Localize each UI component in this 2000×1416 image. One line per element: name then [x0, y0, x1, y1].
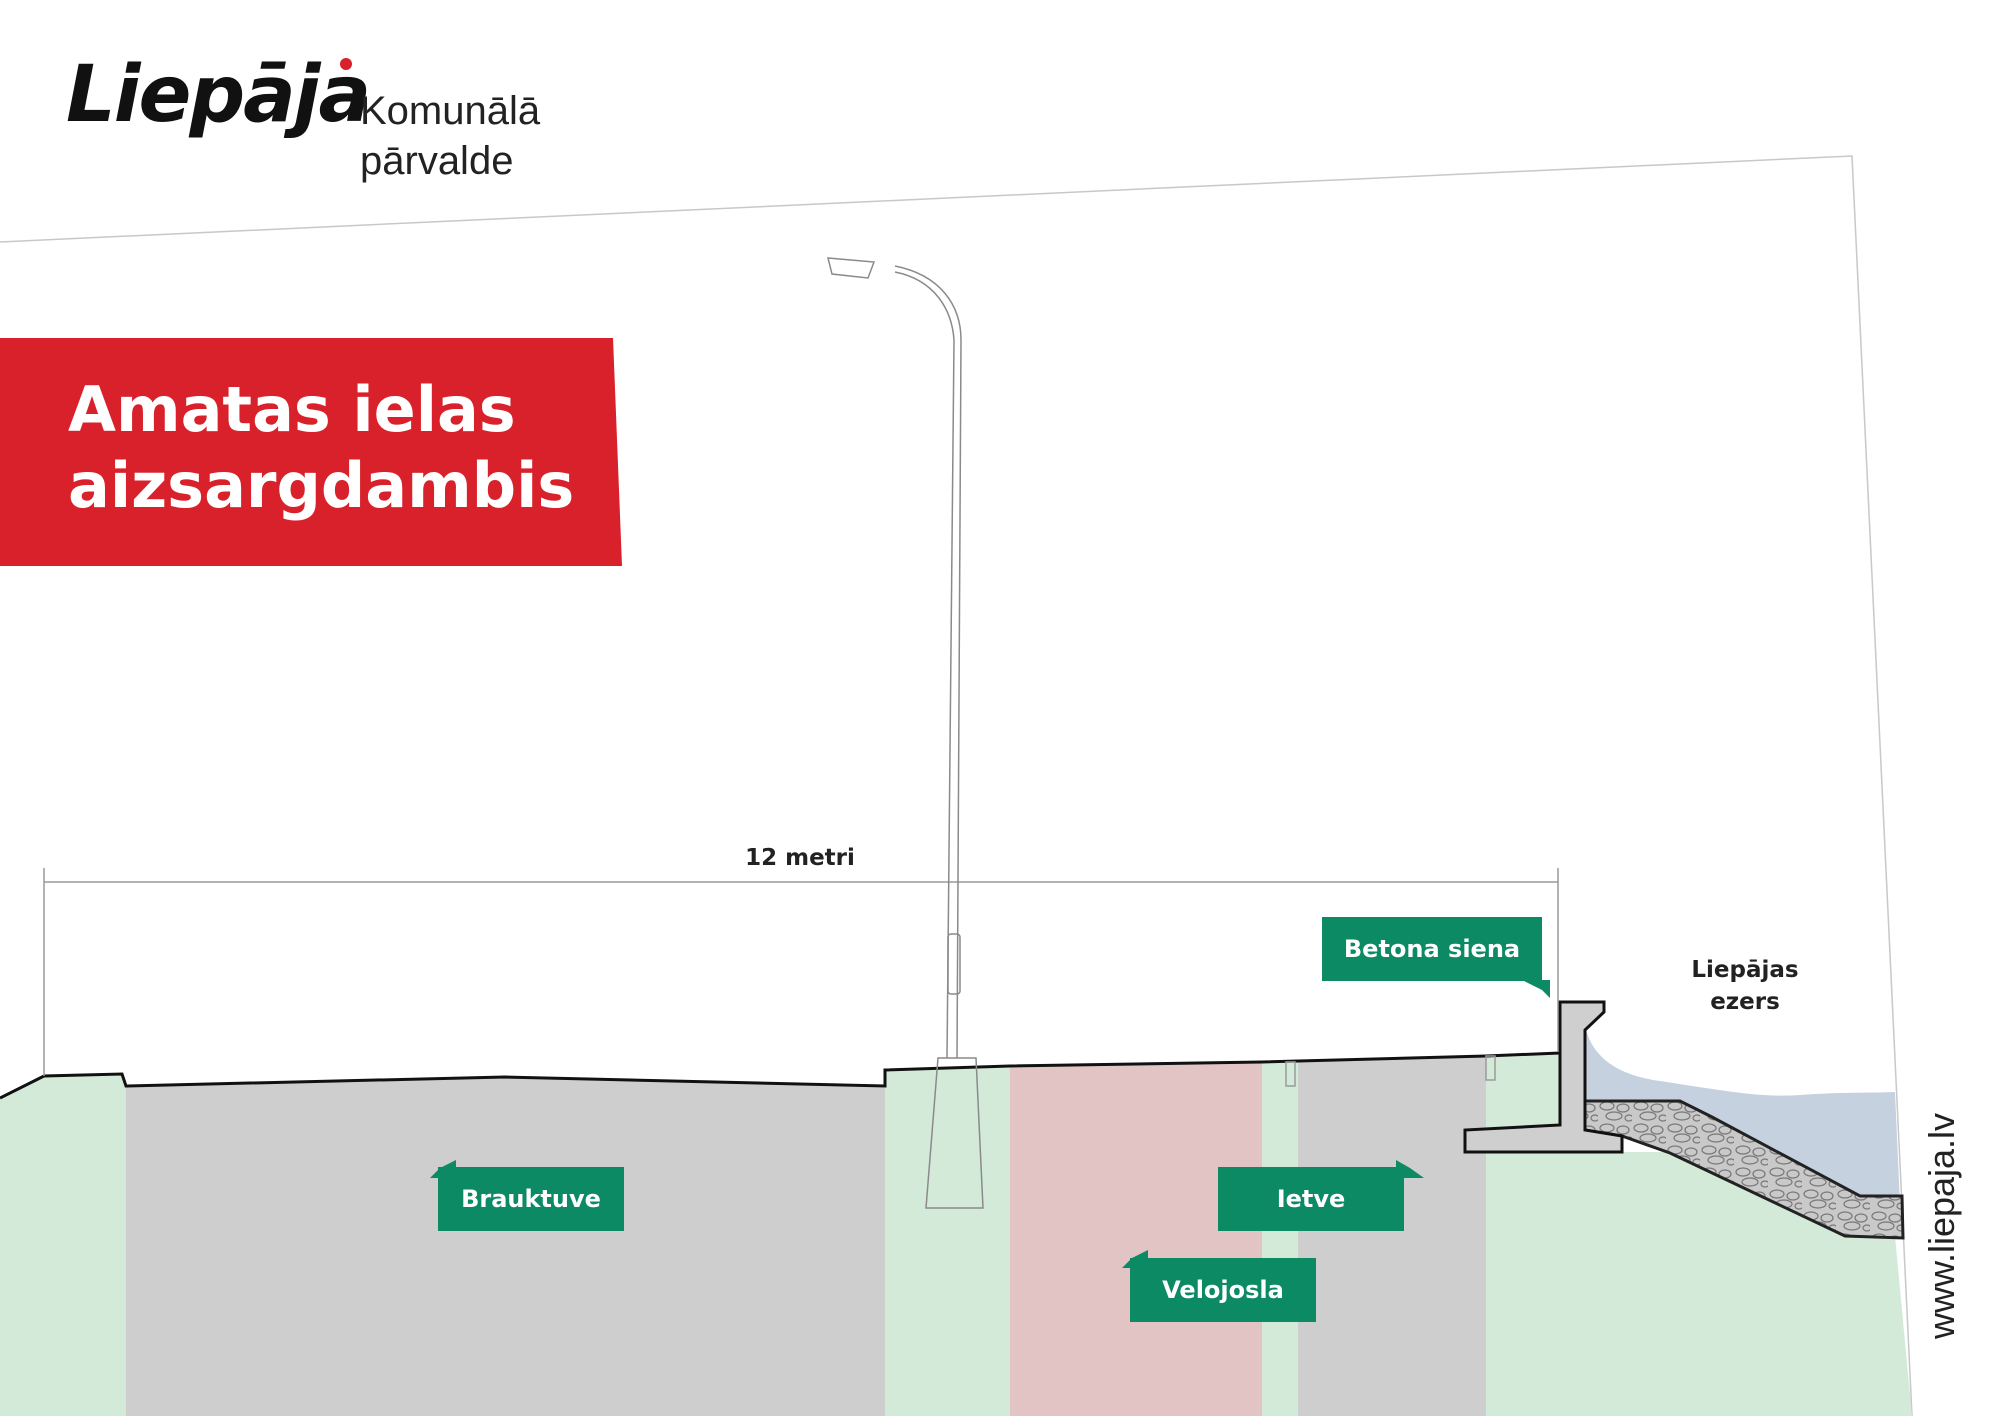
tag-tail [430, 1160, 456, 1178]
lake-label-line2: ezers [1710, 989, 1780, 1015]
green-separator [1262, 1061, 1298, 1416]
logo-subtitle-line2: pārvalde [360, 139, 514, 183]
lake-label: Liepājas ezers [1680, 954, 1810, 1018]
tag-sidewalk: Ietve [1218, 1167, 1404, 1231]
title-banner [0, 338, 622, 566]
logo-dot-icon [340, 58, 352, 70]
tag-tail [1396, 1160, 1424, 1178]
tag-tail [1122, 1250, 1148, 1268]
surface-profile [0, 1051, 1561, 1100]
concrete-wall [1463, 1000, 1624, 1154]
tag-concrete-wall: Betona siena [1322, 917, 1542, 981]
logo-subtitle-line1: Komunālā [360, 89, 541, 133]
title-line2: aizsargdambis [68, 449, 575, 522]
title-line1: Amatas ielas [68, 373, 516, 446]
green-embankment-right [1486, 1053, 1912, 1416]
sidewalk-area [1298, 1056, 1486, 1416]
tag-bike-lane: Velojosla [1130, 1258, 1316, 1322]
roadway-area [126, 1077, 885, 1416]
background-plane-outline [0, 155, 1913, 1416]
bike-lane-area [1010, 1062, 1262, 1416]
tag-roadway: Brauktuve [438, 1167, 624, 1231]
marker-post [1485, 1055, 1496, 1081]
brand-logo: Liepāja [66, 50, 371, 140]
page-title: Amatas ielas aizsargdambis [68, 372, 574, 524]
marker-post [1285, 1061, 1296, 1087]
lake-label-line1: Liepājas [1691, 957, 1799, 983]
website-url: www.liepaja.lv [1921, 1112, 1962, 1340]
dimension-label: 12 metri [745, 845, 855, 871]
street-lamp [827, 257, 984, 1209]
green-strip-left [0, 1074, 126, 1416]
lake-water [1582, 1024, 1900, 1204]
green-strip-lamp [885, 1066, 1010, 1416]
logo-subtitle: Komunālā pārvalde [360, 86, 540, 186]
tag-tail [1522, 980, 1550, 998]
